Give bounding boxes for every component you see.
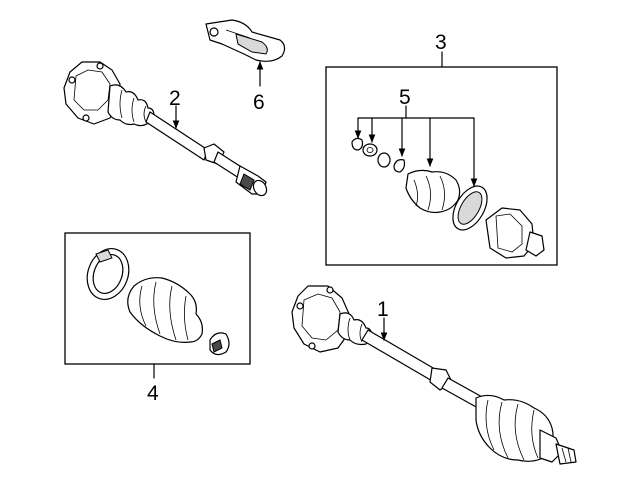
part-6-bracket[interactable]	[205, 19, 286, 62]
kit-4-box	[64, 232, 251, 365]
callout-5: 5	[399, 86, 411, 109]
callout-3: 3	[435, 31, 447, 54]
part-5-kit[interactable]	[351, 137, 545, 259]
callout-2: 2	[169, 87, 181, 110]
callout-5-leaders	[354, 105, 478, 187]
callout-6: 6	[253, 91, 265, 114]
part-2-inner-shaft[interactable]	[63, 61, 269, 198]
callout-4: 4	[147, 382, 159, 405]
part-4-boot-kit[interactable]	[80, 243, 230, 356]
part-1-axle-assembly[interactable]	[291, 285, 577, 465]
callout-1: 1	[377, 298, 389, 321]
